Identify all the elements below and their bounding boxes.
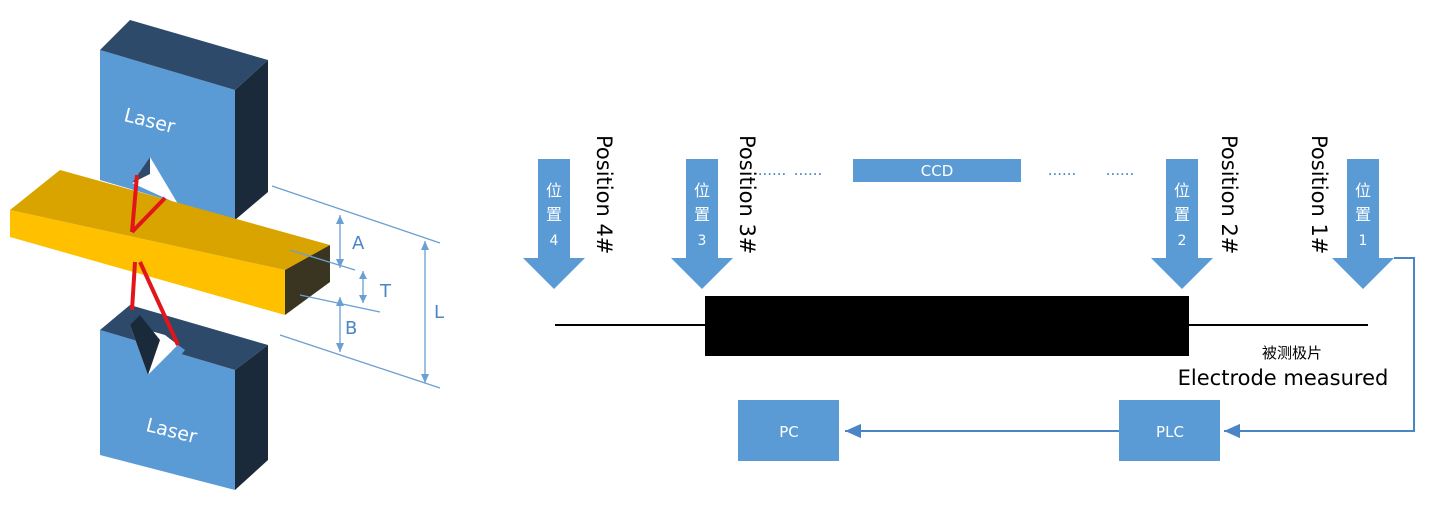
- top-laser-block: Laser: [100, 20, 268, 220]
- pc-box: [738, 400, 839, 461]
- electrode-measured: [705, 296, 1189, 356]
- dimension-label-l: L: [434, 302, 444, 323]
- position-3-cn-1: 位: [694, 181, 710, 200]
- pc-label: PC: [779, 423, 799, 441]
- electrode-bar: [10, 170, 330, 315]
- electrode-cn-label: 被测极片: [1262, 344, 1322, 362]
- position-1-label: Position 1#: [1307, 135, 1331, 254]
- signal-connector-plc: [1224, 257, 1415, 439]
- dots-1: ......: [758, 161, 787, 179]
- position-3-cn-2: 置: [694, 205, 710, 224]
- position-1-arrow: [1332, 159, 1394, 289]
- laser-beams: [130, 174, 180, 346]
- position-4-cn-1: 位: [546, 181, 562, 200]
- bottom-laser-block: Laser: [100, 305, 268, 490]
- position-3-label: Position 3#: [735, 135, 759, 254]
- position-2-number: 2: [1178, 233, 1187, 249]
- dimension-label-b: B: [345, 318, 357, 339]
- dimension-label-a: A: [352, 233, 365, 254]
- position-2-cn-1: 位: [1174, 181, 1190, 200]
- position-4-label: Position 4#: [592, 135, 616, 254]
- position-4-number: 4: [550, 233, 559, 249]
- position-4-cn-2: 置: [546, 205, 562, 224]
- dots-2: ......: [794, 161, 823, 179]
- dimension-arrowheads: [336, 215, 429, 383]
- position-3-number: 3: [698, 233, 707, 249]
- electrode-en-label: Electrode measured: [1178, 366, 1389, 390]
- position-3-arrow: [671, 159, 733, 289]
- position-1-cn-2: 置: [1355, 205, 1371, 224]
- position-2-marker: 位 置 2 Position 2#: [1151, 135, 1241, 289]
- ccd-measurement-diagram: CCD ...... ...... ...... ...... 位 置 4 Po…: [523, 135, 1415, 461]
- position-1-number: 1: [1359, 233, 1368, 249]
- dots-3: ......: [1048, 161, 1077, 179]
- laser-thickness-diagram: Laser Laser: [10, 20, 444, 490]
- position-2-arrow: [1151, 159, 1213, 289]
- position-1-marker: 位 置 1 Position 1#: [1307, 135, 1394, 289]
- position-4-arrow: [523, 159, 585, 289]
- position-4-marker: 位 置 4 Position 4#: [523, 135, 616, 289]
- position-2-cn-2: 置: [1174, 205, 1190, 224]
- position-3-marker: 位 置 3 Position 3#: [671, 135, 759, 289]
- plc-box: [1119, 400, 1220, 461]
- position-2-label: Position 2#: [1217, 135, 1241, 254]
- dimension-label-t: T: [379, 281, 392, 302]
- position-1-cn-1: 位: [1355, 181, 1371, 200]
- plc-label: PLC: [1156, 423, 1184, 441]
- ccd-bar: [853, 159, 1021, 182]
- ccd-label: CCD: [921, 162, 954, 180]
- dots-4: ......: [1106, 161, 1135, 179]
